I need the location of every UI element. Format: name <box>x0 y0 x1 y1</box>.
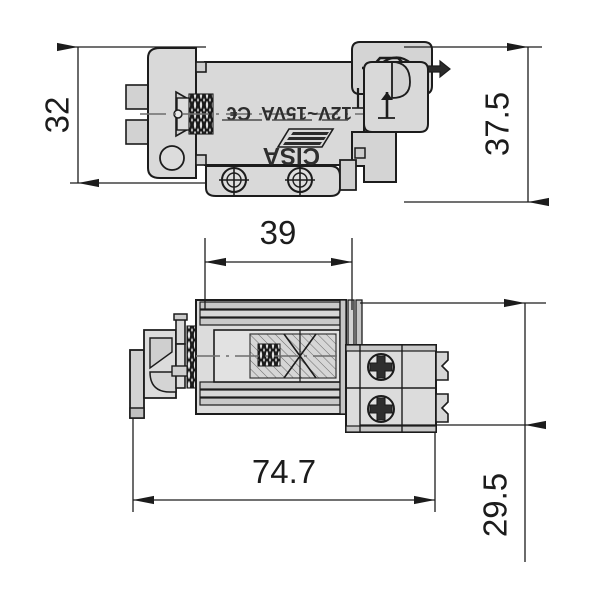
screw-head-1-icon <box>219 165 249 195</box>
top-view-product-label: 12V~15VA C€ <box>226 102 352 123</box>
side-view-mounting-plate <box>129 329 177 419</box>
top-view: 12V~15VA C€ CISA <box>39 41 549 207</box>
cisa-stripes-logo-icon <box>276 128 335 148</box>
side-view-terminal-block <box>345 344 449 433</box>
dimension-39-value: 39 <box>260 214 297 251</box>
dimension-29-5: 29.5 <box>360 298 546 562</box>
orientation-mark-icon <box>378 92 395 119</box>
screw-head-2-icon <box>285 165 315 195</box>
dimension-37-5: 37.5 <box>404 42 549 207</box>
side-view-actuator-pin <box>171 313 189 389</box>
dimension-39: 39 <box>204 214 353 310</box>
top-view-terminal-cover <box>339 41 451 191</box>
top-view-screw-plate <box>205 165 341 197</box>
dimension-32-value: 32 <box>39 97 76 134</box>
top-view-mounting-bracket <box>125 47 197 179</box>
dimension-29-5-value: 29.5 <box>477 473 514 537</box>
label-ce-mark: C€ <box>226 102 251 123</box>
orientation-mark-secondary-icon <box>352 88 364 109</box>
dimension-32: 32 <box>39 42 206 188</box>
side-section-view: 39 74.7 29.5 <box>129 214 546 562</box>
side-view-solenoid-barrel <box>195 299 430 415</box>
dimension-74-7: 74.7 <box>132 418 436 512</box>
label-voltage: 12V~15VA <box>261 102 352 123</box>
terminal-screw-2-icon <box>367 395 395 423</box>
internal-coil-detail-icon <box>257 343 281 367</box>
terminal-screw-1-icon <box>367 353 395 381</box>
dimension-37-5-value: 37.5 <box>479 92 516 156</box>
dimension-74-7-value: 74.7 <box>252 453 316 490</box>
